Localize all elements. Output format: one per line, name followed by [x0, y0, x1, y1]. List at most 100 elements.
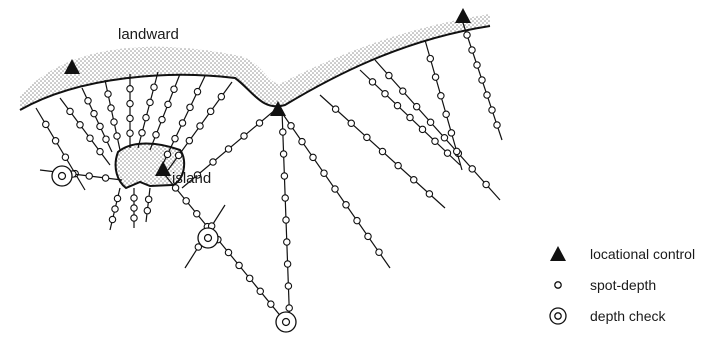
- coastline: [19, 25, 491, 111]
- spot-depth-marker: [331, 185, 339, 193]
- spot-depth-marker: [209, 158, 217, 166]
- spot-depth-marker: [130, 204, 138, 212]
- spot-depth-marker: [468, 165, 476, 173]
- locational-control-marker: [155, 161, 171, 176]
- spot-depth-marker: [224, 248, 233, 257]
- legend-item-control: locational control: [548, 243, 695, 265]
- spot-depth-marker: [152, 131, 160, 139]
- legend-label-control: locational control: [590, 246, 696, 262]
- spot-depth-marker: [283, 238, 291, 246]
- spot-depth-marker: [51, 137, 60, 145]
- spot-depth-marker: [331, 105, 340, 113]
- spot-depth-marker: [364, 232, 372, 241]
- spot-depth-marker: [256, 287, 264, 295]
- spot-depth-marker: [368, 78, 377, 86]
- spot-depth-marker: [178, 119, 187, 127]
- spot-depth-marker: [385, 71, 393, 80]
- spot-depth-marker: [126, 114, 134, 123]
- spot-depth-marker: [482, 180, 490, 189]
- spot-depth-marker: [96, 147, 104, 156]
- spot-depth-marker: [431, 137, 439, 146]
- spot-depth-marker: [66, 107, 74, 116]
- spot-depth-marker: [193, 87, 202, 96]
- spot-depth-marker: [104, 90, 112, 98]
- spot-depth-marker: [111, 205, 119, 213]
- spot-depth-marker: [473, 61, 481, 69]
- spot-depth-marker: [171, 184, 180, 192]
- spot-depth-marker: [171, 134, 179, 143]
- spot-depth-marker: [284, 282, 293, 290]
- spot-depth-marker: [375, 248, 383, 256]
- spot-depth-marker: [483, 91, 491, 99]
- island-outline: [114, 142, 186, 190]
- spot-depth-marker: [426, 54, 435, 63]
- spot-depth-marker: [142, 113, 150, 122]
- spot-depth-marker: [393, 101, 402, 110]
- triangle-icon: [550, 246, 566, 261]
- spot-depth-marker: [235, 261, 243, 270]
- spot-depth-marker: [85, 172, 93, 180]
- spot-depth-marker: [437, 91, 445, 100]
- spot-depth-marker: [412, 102, 421, 111]
- spot-depth-marker: [138, 129, 146, 137]
- spot-depth-marker: [320, 169, 328, 177]
- spot-depth-marker: [431, 73, 440, 81]
- spot-depth-marker: [406, 113, 414, 122]
- landward-label: landward: [118, 26, 179, 43]
- spot-depth-marker: [101, 174, 110, 182]
- spot-depth-marker: [126, 129, 134, 137]
- spot-depth-marker: [146, 98, 154, 107]
- spot-depth-marker: [130, 194, 138, 202]
- transect-line: [145, 187, 151, 223]
- depth-check-center: [203, 233, 213, 243]
- spot-depth-marker: [84, 97, 92, 105]
- locational-control-marker: [270, 101, 286, 116]
- legend-label-check: depth check: [590, 308, 666, 324]
- double-circle-icon: [549, 307, 567, 325]
- spot-depth-marker: [193, 210, 201, 218]
- spot-depth-marker: [463, 31, 471, 39]
- spot-depth-marker: [185, 136, 194, 145]
- locational-control-marker: [455, 8, 471, 23]
- spot-depth-marker: [164, 100, 172, 109]
- spot-depth-marker: [447, 129, 456, 137]
- spot-depth-marker: [245, 274, 254, 283]
- spot-depth-marker: [267, 300, 275, 308]
- spot-depth-marker: [186, 103, 194, 112]
- spot-depth-marker: [86, 134, 94, 142]
- spot-depth-marker: [426, 118, 435, 126]
- spot-depth-marker: [240, 132, 248, 140]
- spot-depth-marker: [298, 137, 306, 146]
- spot-depth-marker: [282, 216, 290, 224]
- legend-item-spot: spot-depth: [548, 274, 656, 296]
- spot-depth-marker: [493, 121, 501, 129]
- island-label: island: [172, 170, 212, 187]
- spot-depth-marker: [113, 132, 121, 140]
- spot-depth-marker: [363, 133, 371, 142]
- spot-depth-marker: [76, 121, 84, 129]
- spot-depth-marker: [280, 172, 289, 180]
- spot-depth-marker: [309, 153, 317, 162]
- spot-depth-marker: [196, 122, 204, 130]
- spot-depth-marker: [143, 206, 152, 215]
- spot-depth-marker: [281, 194, 289, 202]
- depth-check-center: [57, 171, 67, 181]
- spot-depth-marker: [130, 214, 138, 222]
- spot-depth-marker: [279, 150, 288, 158]
- spot-depth-marker: [279, 128, 287, 136]
- spot-depth-marker: [163, 150, 172, 159]
- spot-depth-marker: [144, 195, 153, 204]
- spot-depth-marker: [126, 85, 134, 93]
- transects: [35, 19, 503, 331]
- spot-depth-marker: [342, 201, 350, 209]
- spot-depth-marker: [409, 176, 418, 184]
- landward-stipple: [20, 14, 490, 110]
- spot-depth-marker: [378, 147, 387, 156]
- spot-depth-marker: [255, 119, 264, 127]
- locational-control-marker: [64, 59, 80, 74]
- depth-check-center: [281, 317, 291, 327]
- spot-depth-marker: [418, 125, 427, 134]
- spot-depth-marker: [61, 153, 70, 161]
- spot-depth-marker: [110, 118, 118, 126]
